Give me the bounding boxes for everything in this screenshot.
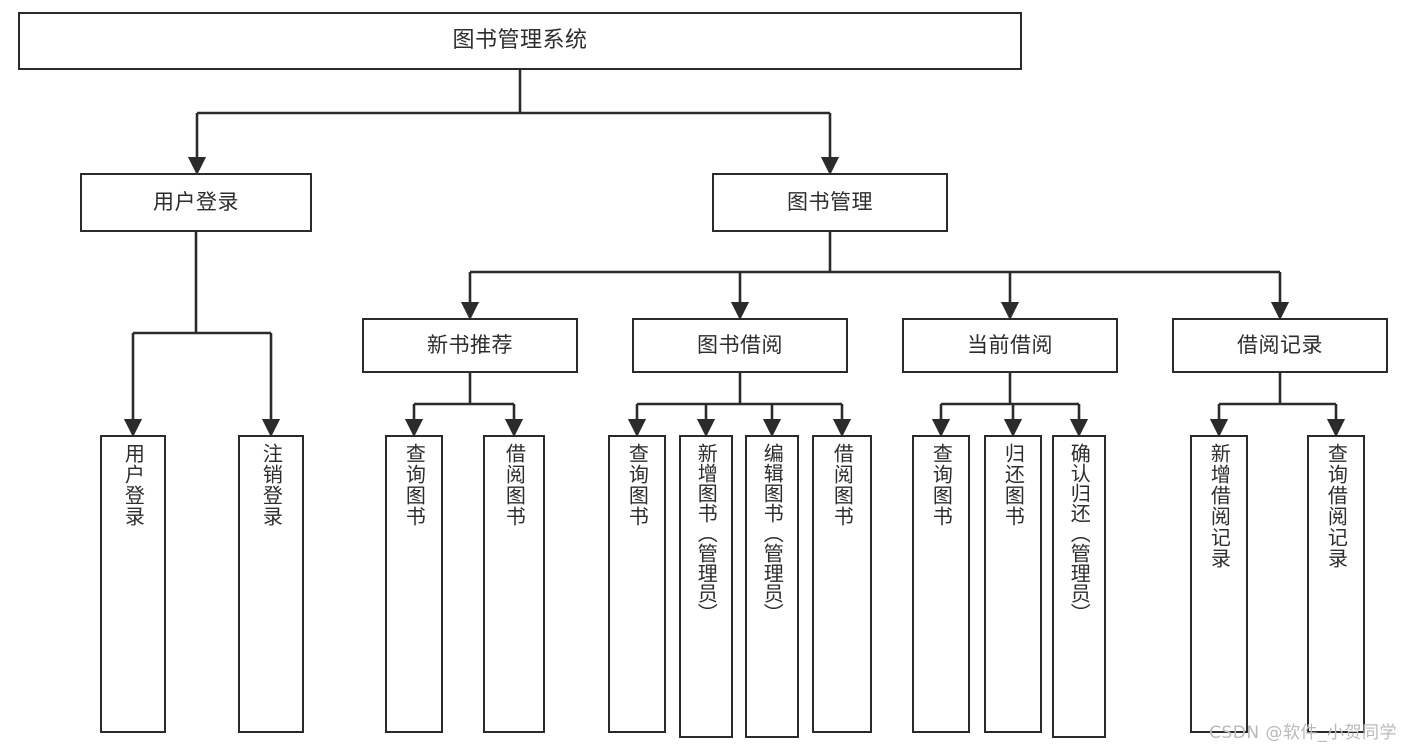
leaf-user-login-label: 用户登录 — [121, 443, 146, 527]
leaf-query-book-new-label: 查询图书 — [402, 443, 427, 527]
leaf-return-book[interactable]: 归还图书 — [984, 435, 1042, 733]
node-borrow-record-label: 借阅记录 — [1237, 332, 1323, 357]
leaf-query-book-borrow[interactable]: 查询图书 — [608, 435, 666, 733]
leaf-query-borrow-record-label: 查询借阅记录 — [1324, 443, 1349, 569]
node-book-borrow[interactable]: 图书借阅 — [632, 318, 848, 373]
leaf-user-login[interactable]: 用户登录 — [100, 435, 166, 733]
node-book-management[interactable]: 图书管理 — [712, 173, 948, 232]
leaf-query-book-new[interactable]: 查询图书 — [385, 435, 443, 733]
leaf-return-book-label: 归还图书 — [1001, 443, 1026, 527]
node-new-book-recommend-label: 新书推荐 — [427, 332, 513, 357]
watermark: CSDN @软件_小贺同学 — [1209, 723, 1397, 743]
leaf-borrow-book-label: 借阅图书 — [830, 443, 855, 527]
leaf-add-book-admin[interactable]: 新增图书（管理员） — [679, 435, 733, 738]
leaf-confirm-return-admin-label: 确认归还（管理员） — [1067, 443, 1092, 623]
leaf-edit-book-admin[interactable]: 编辑图书（管理员） — [745, 435, 799, 738]
node-current-borrow-label: 当前借阅 — [967, 332, 1053, 357]
node-book-borrow-label: 图书借阅 — [697, 332, 783, 357]
node-user-login-label: 用户登录 — [153, 189, 239, 214]
leaf-add-book-admin-label: 新增图书（管理员） — [694, 443, 719, 623]
leaf-borrow-book-new[interactable]: 借阅图书 — [483, 435, 545, 733]
leaf-add-borrow-record[interactable]: 新增借阅记录 — [1190, 435, 1248, 733]
node-user-login[interactable]: 用户登录 — [80, 173, 312, 232]
leaf-query-borrow-record[interactable]: 查询借阅记录 — [1307, 435, 1365, 733]
node-borrow-record[interactable]: 借阅记录 — [1172, 318, 1388, 373]
node-book-management-label: 图书管理 — [787, 189, 873, 214]
node-root-label: 图书管理系统 — [452, 27, 588, 53]
leaf-query-book-current[interactable]: 查询图书 — [912, 435, 970, 733]
leaf-query-book-current-label: 查询图书 — [929, 443, 954, 527]
node-current-borrow[interactable]: 当前借阅 — [902, 318, 1118, 373]
leaf-logout-label: 注销登录 — [259, 443, 284, 527]
leaf-edit-book-admin-label: 编辑图书（管理员） — [760, 443, 785, 623]
leaf-borrow-book[interactable]: 借阅图书 — [812, 435, 872, 733]
leaf-query-book-borrow-label: 查询图书 — [625, 443, 650, 527]
leaf-logout[interactable]: 注销登录 — [238, 435, 304, 733]
node-new-book-recommend[interactable]: 新书推荐 — [362, 318, 578, 373]
leaf-confirm-return-admin[interactable]: 确认归还（管理员） — [1052, 435, 1106, 738]
leaf-add-borrow-record-label: 新增借阅记录 — [1207, 443, 1232, 569]
node-root[interactable]: 图书管理系统 — [18, 12, 1022, 70]
leaf-borrow-book-new-label: 借阅图书 — [502, 443, 527, 527]
